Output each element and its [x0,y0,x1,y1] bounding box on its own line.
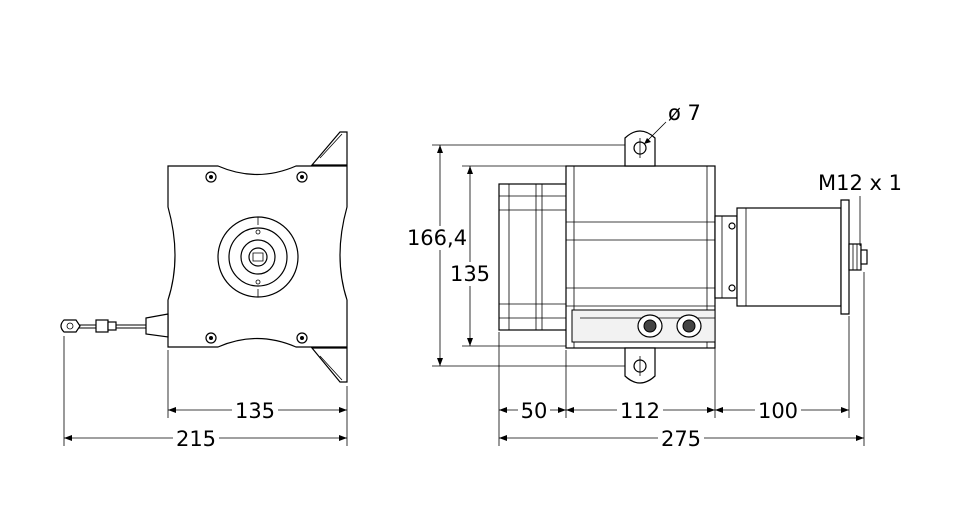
dim-height-135: 135 [448,166,492,346]
label-height-135: 135 [450,262,490,286]
dim-hole-dia: ø 7 [643,101,701,145]
label-len-275: 275 [661,427,701,451]
encoder [736,199,850,315]
label-len-50: 50 [521,399,548,423]
bracket-ear-top [310,131,348,166]
label-hole-dia: ø 7 [668,101,701,125]
center-hub [217,216,299,298]
dimensions: 135 215 166,4 135 [63,101,902,451]
label-connector: M12 x 1 [818,171,902,195]
dim-front-135: 135 [168,399,347,423]
side-view [498,130,868,384]
label-front-135: 135 [235,399,275,423]
front-view [60,131,348,383]
dim-height-166: 166,4 [407,145,467,366]
m12-plug [848,243,868,271]
connector-socket-2 [676,314,702,338]
screw-bl [205,332,217,344]
spool-drum [498,183,570,331]
screw-br [296,332,308,344]
dim-len-100: 100 [715,399,849,423]
screw-tl [205,171,217,183]
screw-tr [296,171,308,183]
dim-len-112: 112 [566,399,715,423]
dim-len-275: 275 [499,427,864,451]
label-front-215: 215 [176,427,216,451]
cable-clip [60,313,169,338]
connector-socket-1 [637,314,663,338]
dim-connector: M12 x 1 [818,171,902,246]
mount-lug-bottom [624,347,656,384]
flange [714,215,738,299]
dim-front-215: 215 [64,427,347,451]
label-height-166: 166,4 [407,226,467,250]
bracket-ear-bottom [310,347,348,383]
dim-len-50: 50 [499,399,566,423]
label-len-100: 100 [758,399,798,423]
mount-lug-top [624,130,656,167]
label-len-112: 112 [620,399,660,423]
